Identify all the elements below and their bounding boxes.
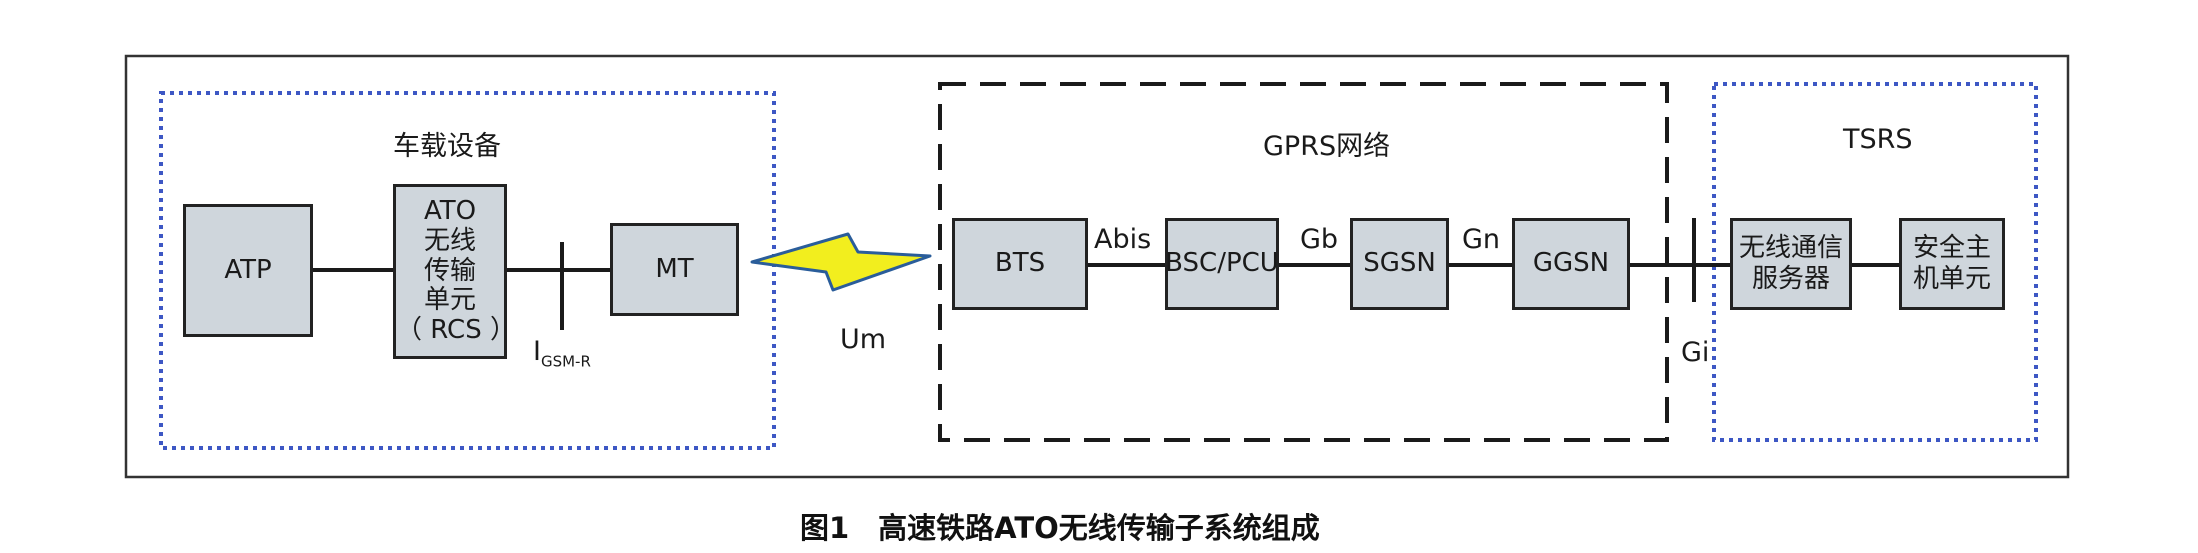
wireless-server-label: 无线通信 服务器 (1738, 232, 1843, 294)
mt-box: MT (610, 223, 739, 316)
abis-label: Abis (1094, 224, 1152, 255)
gi-label: Gi (1681, 337, 1710, 368)
outer-frame (124, 54, 2070, 479)
gprs-group-title: GPRS网络 (1263, 131, 1391, 162)
bts-label: BTS (994, 248, 1046, 279)
atp-box: ATP (183, 204, 313, 337)
ggsn-box: GGSN (1512, 218, 1630, 310)
igsm-r-label: IGSM-R (533, 336, 591, 371)
sgsn-box: SGSN (1350, 218, 1449, 310)
ggsn-label: GGSN (1532, 248, 1610, 279)
gb-label: Gb (1300, 224, 1339, 255)
bsc-pcu-label: BSC/PCU (1165, 248, 1279, 279)
tsrs-group-border (1712, 82, 2038, 442)
gn-label: Gn (1462, 224, 1501, 255)
bsc-pcu-box: BSC/PCU (1165, 218, 1279, 310)
tsrs-group-title: TSRS (1843, 124, 1913, 155)
sgsn-label: SGSN (1363, 248, 1436, 279)
wireless-bolt-icon (750, 232, 932, 292)
atp-label: ATP (224, 254, 272, 285)
safety-host-box: 安全主 机单元 (1899, 218, 2005, 310)
mt-label: MT (655, 253, 694, 284)
gprs-group-border (938, 82, 1669, 442)
rcs-label: ATO 无线 传输 单元 （ RCS ） (396, 195, 516, 346)
onboard-group-title: 车载设备 (393, 131, 501, 162)
safety-host-label: 安全主 机单元 (1912, 232, 1991, 294)
onboard-group-border (159, 91, 776, 450)
rcs-box: ATO 无线 传输 单元 （ RCS ） (393, 184, 516, 359)
um-label: Um (840, 324, 887, 355)
bts-box: BTS (952, 218, 1088, 310)
wireless-server-box: 无线通信 服务器 (1730, 218, 1852, 310)
figure-caption: 图1 高速铁路ATO无线传输子系统组成 (800, 511, 1320, 545)
